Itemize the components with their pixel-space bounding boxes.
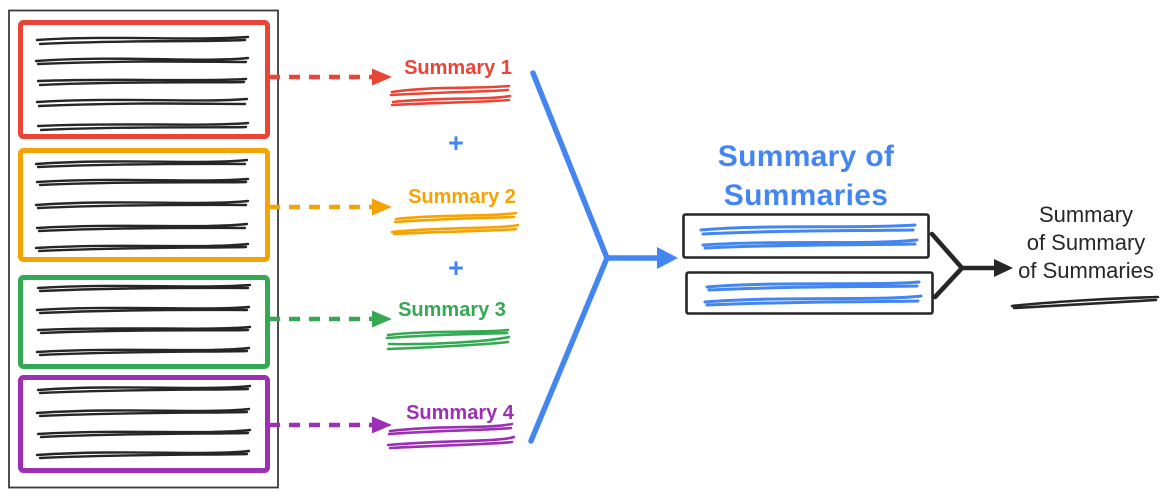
final-summary-title-line1: Summary xyxy=(1039,202,1133,227)
final-summary-title-line2: of Summary xyxy=(1027,230,1146,255)
summary-of-summaries-title-line1: Summary of xyxy=(718,140,895,173)
summary-box-1 xyxy=(682,213,930,259)
summary-4-scribble xyxy=(386,422,516,450)
chunk-3-text-scribbles xyxy=(35,283,252,357)
summary-3-label: Summary 3 xyxy=(398,299,506,321)
final-merge-arrow-icon xyxy=(929,231,1013,300)
final-summary-scribble xyxy=(1010,295,1160,310)
chunk-3-box xyxy=(18,275,270,369)
chunk-1-text-scribbles xyxy=(34,35,250,132)
summary-2-label: Summary 2 xyxy=(408,186,516,208)
merge-arrow-icon xyxy=(528,70,678,444)
summary-1-label: Summary 1 xyxy=(404,57,512,79)
plus-icon-2: + xyxy=(448,253,464,283)
arrow-chunk2-to-summary2-icon xyxy=(269,198,392,216)
summary-1-scribble xyxy=(389,84,512,107)
source-document-border xyxy=(8,9,279,489)
summary-4-label: Summary 4 xyxy=(406,402,515,424)
summary-box-2-scribbles xyxy=(703,280,923,307)
chunk-4-box xyxy=(18,375,270,473)
chunk-2-box xyxy=(18,148,270,262)
summary-box-1-scribbles xyxy=(699,223,919,250)
summary-3-scribble xyxy=(385,328,511,351)
plus-icon-1: + xyxy=(448,128,464,158)
source-document-panel xyxy=(8,9,279,489)
arrow-chunk1-to-summary1-icon xyxy=(269,68,392,86)
final-summary-title-line3: of Summaries xyxy=(1018,258,1154,283)
arrow-chunk3-to-summary3-icon xyxy=(269,310,392,328)
chunk-1-box xyxy=(18,20,270,139)
summary-box-2 xyxy=(685,271,934,315)
summary-of-summaries-title-line2: Summaries xyxy=(724,179,888,212)
chunk-summary-arrows xyxy=(269,68,392,434)
chunk-2-text-scribbles xyxy=(34,158,250,253)
summary-2-scribble xyxy=(390,211,520,236)
arrow-chunk4-to-summary4-icon xyxy=(269,416,392,434)
chunk-4-text-scribbles xyxy=(35,384,252,460)
